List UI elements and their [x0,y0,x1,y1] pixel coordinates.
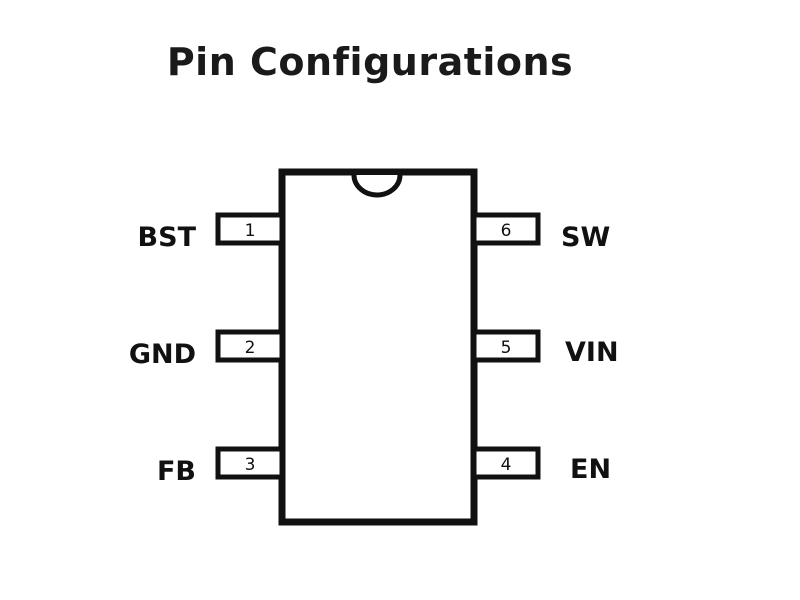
pin-5-number: 5 [501,338,512,358]
pin-4-label: EN [570,454,611,485]
pin-3-lead [215,446,285,480]
pin-2-label: GND [129,339,196,370]
pin-5-label: VIN [565,337,619,368]
pin-4-lead [471,446,541,480]
pin-6-label: SW [561,222,610,253]
diagram-title: Pin Configurations [166,40,574,84]
pin-3-label: FB [157,456,196,487]
pin-2-lead [215,329,285,363]
pin-2-number: 2 [245,338,256,358]
pin-3-number: 3 [245,455,256,475]
pin-5-lead [471,329,541,363]
pin-1-lead [215,212,285,246]
orientation-notch [351,174,403,198]
pin-1-label: BST [138,222,197,253]
ic-body [278,168,478,526]
pin-6-lead [471,212,541,246]
pin-6-number: 6 [501,221,512,241]
pin-4-number: 4 [501,455,512,475]
pin-1-number: 1 [245,221,256,241]
